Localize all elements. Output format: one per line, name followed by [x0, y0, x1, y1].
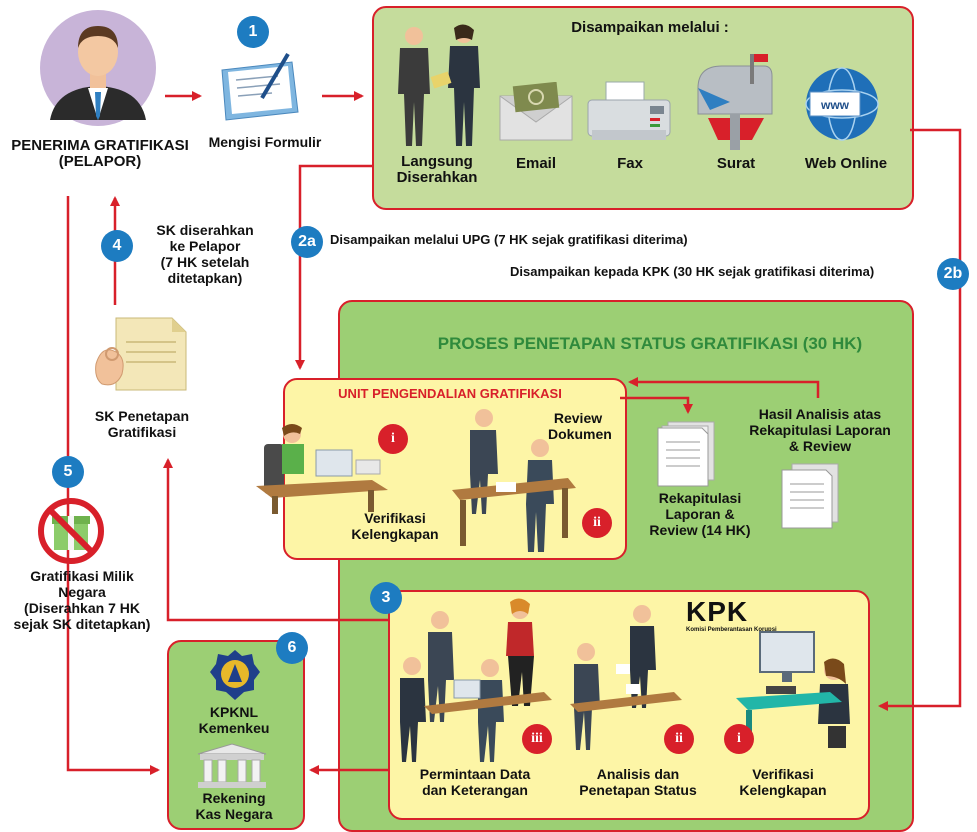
sk-note-line4: ditetapkan)	[167, 270, 243, 286]
kpk-meeting-people-icon	[400, 598, 552, 762]
kpk-verification-desk-icon	[736, 631, 850, 748]
rekap-document-icon	[657, 421, 715, 487]
rekening-label: Rekening Kas Negara	[174, 790, 294, 822]
permintaan-line1: Permintaan Data	[419, 766, 531, 782]
upg-review-label: Review Dokumen	[548, 410, 612, 442]
sk-document-label: SK Penetapan Gratifikasi	[62, 408, 222, 440]
sk-document-icon	[95, 317, 187, 391]
no-gift-icon	[38, 498, 104, 564]
rekap-line3: Review (14 HK)	[649, 522, 751, 538]
sk-doc-line1: SK Penetapan	[94, 408, 190, 424]
upg-review-people-icon	[452, 409, 576, 552]
milik-line1: Gratifikasi Milik	[30, 568, 134, 584]
channel-langsung-line2: Diserahkan	[396, 169, 478, 186]
kpk-analysis-people-icon	[570, 605, 682, 750]
kpknl-line2: Kemenkeu	[198, 720, 270, 736]
step-2a-badge: 2a	[291, 226, 323, 258]
step-4-badge: 4	[101, 230, 133, 262]
milik-negara-label: Gratifikasi Milik Negara (Diserahkan 7 H…	[0, 568, 164, 632]
step-5-badge: 5	[52, 456, 84, 488]
channel-langsung-line1: Langsung	[401, 153, 473, 170]
hasil-document-icon	[781, 463, 839, 529]
www-text: www	[820, 98, 850, 112]
upg-review-line2: Dokumen	[548, 426, 612, 442]
step-1-badge: 1	[237, 16, 269, 48]
kpk-verif-line1: Verifikasi	[752, 766, 814, 782]
analisis-line1: Analisis dan	[596, 766, 680, 782]
hasil-line2: Rekapitulasi Laporan	[749, 422, 891, 438]
hasil-analisis-label: Hasil Analisis atas Rekapitulasi Laporan…	[740, 406, 900, 454]
kpk-roman-ii: ii	[664, 724, 694, 754]
reporter-title: PENERIMA GRATIFIKASI	[11, 137, 189, 154]
upg-title: UNIT PENGENDALIAN GRATIFIKASI	[338, 386, 562, 401]
analisis-label: Analisis dan Penetapan Status	[568, 766, 708, 798]
kpknl-line1: KPKNL	[209, 704, 259, 720]
rekening-line2: Kas Negara	[195, 806, 273, 822]
upg-verif-line2: Kelengkapan	[351, 526, 439, 542]
hasil-line3: & Review	[788, 438, 852, 454]
rekening-line1: Rekening	[202, 790, 266, 806]
fax-machine-icon	[587, 81, 671, 140]
upg-roman-ii: ii	[582, 508, 612, 538]
kpk-logo-subtitle: Komisi Pemberantasan Korupsi	[686, 627, 777, 633]
email-envelope-icon	[499, 82, 573, 141]
upg-desk-worker-icon	[256, 424, 388, 514]
kpk-logo-text: KPK	[686, 596, 749, 627]
permintaan-data-label: Permintaan Data dan Keterangan	[400, 766, 550, 798]
kpk-verif-line2: Kelengkapan	[739, 782, 827, 798]
upg-roman-i: i	[378, 424, 408, 454]
channel-email: Email	[515, 155, 557, 172]
rekap-line2: Laporan &	[665, 506, 735, 522]
upg-verif-line1: Verifikasi	[364, 510, 426, 526]
handover-people-icon	[398, 24, 480, 146]
reporter-avatar-icon	[40, 10, 156, 126]
channels-title: Disampaikan melalui :	[571, 19, 729, 36]
kpk-roman-iii: iii	[522, 724, 552, 754]
analisis-line2: Penetapan Status	[579, 782, 697, 798]
milik-line2: Negara	[58, 584, 106, 600]
channel-web: Web Online	[804, 155, 888, 172]
sk-note-line3: (7 HK setelah	[160, 254, 250, 270]
channel-surat: Surat	[716, 155, 756, 172]
reporter-subtitle: (PELAPOR)	[58, 153, 142, 170]
form-label: Mengisi Formulir	[208, 134, 322, 150]
hasil-line1: Hasil Analisis atas	[758, 406, 882, 422]
kpk-verifikasi-label: Verifikasi Kelengkapan	[728, 766, 838, 798]
step-3-badge: 3	[370, 582, 402, 614]
channel-fax: Fax	[617, 155, 643, 172]
sk-delivery-note: SK diserahkan ke Pelapor (7 HK setelah d…	[140, 222, 270, 286]
channel-langsung: Langsung Diserahkan	[382, 154, 492, 186]
step-6-badge: 6	[276, 632, 308, 664]
kemenkeu-emblem-icon	[210, 650, 260, 700]
milik-line3: (Diserahkan 7 HK	[24, 600, 140, 616]
rekap-label: Rekapitulasi Laporan & Review (14 HK)	[640, 490, 760, 538]
state-treasury-building-icon	[197, 743, 267, 788]
kpknl-panel	[167, 640, 305, 830]
sk-doc-line2: Gratifikasi	[107, 424, 177, 440]
kpk-logo: KPK Komisi Pemberantasan Korupsi	[686, 596, 777, 634]
note-2b: Disampaikan kepada KPK (30 HK sejak grat…	[510, 264, 875, 279]
rekap-line1: Rekapitulasi	[658, 490, 742, 506]
mailbox-icon	[697, 54, 773, 150]
web-globe-icon: www	[805, 67, 879, 141]
permintaan-line2: dan Keterangan	[422, 782, 528, 798]
upg-review-line1: Review	[553, 410, 603, 426]
kpk-roman-i: i	[724, 724, 754, 754]
sk-note-line1: SK diserahkan	[156, 222, 254, 238]
process-title: PROSES PENETAPAN STATUS GRATIFIKASI (30 …	[437, 334, 863, 353]
reporter-label: PENERIMA GRATIFIKASI (PELAPOR)	[0, 138, 200, 170]
kpknl-label: KPKNL Kemenkeu	[174, 704, 294, 736]
upg-verifikasi-label: Verifikasi Kelengkapan	[340, 510, 450, 542]
step-2b-badge: 2b	[937, 258, 969, 290]
sk-note-line2: ke Pelapor	[169, 238, 241, 254]
milik-line4: sejak SK ditetapkan)	[13, 616, 151, 632]
form-clipboard-icon	[221, 52, 299, 121]
note-2a: Disampaikan melalui UPG (7 HK sejak grat…	[330, 232, 688, 247]
